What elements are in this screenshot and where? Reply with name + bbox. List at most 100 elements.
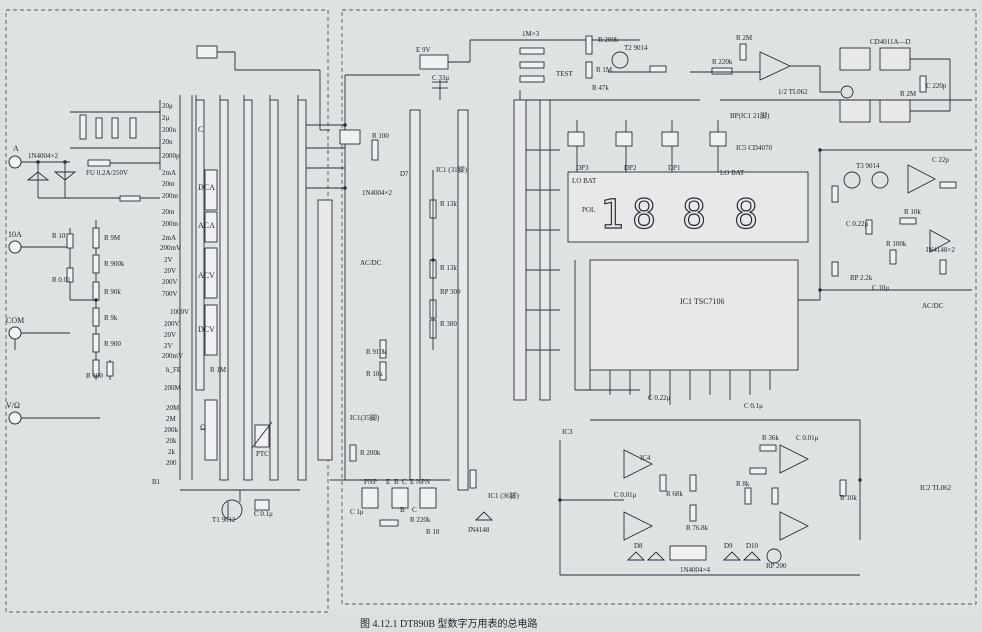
ohm-range-2: 200k [164,426,179,434]
resistor-label-10: R 9M [104,234,121,242]
aca-range-0: 20m [162,208,175,216]
central-switch-decks [317,99,551,491]
lcd-digit-2: 8 [632,192,656,238]
resistor-label-2: R 2M [736,34,753,42]
ic-opamp-bottom-label: IC2 TL062 [920,484,952,492]
dca-range-1: 20m [162,180,175,188]
resistor-label-26: R 10k [840,494,857,502]
capacitor-label-10: C 0.01μ [796,434,819,442]
resistor-label-6: R 380 [440,320,457,328]
resistor-label-16: R 10 [52,232,66,240]
divider-ladder [66,220,114,380]
pin-bp-label: BP(IC1 21脚) [730,111,770,120]
lo-bat-right: LO BAT [720,169,745,177]
diode-label-1: IN4148 [468,526,490,534]
hfe-pin-7: C [412,506,417,514]
resistor-label-1: R 1M [596,66,613,74]
hfe-pin-0: PNP [364,478,377,486]
resistor-label-22: R 10 [426,528,440,536]
acv-range-2: 20V [164,267,176,275]
capacitor-label-7: C 0.22μ [648,394,671,402]
acv-range-3: 200V [162,278,178,286]
diode-label-2: 1N4004×4 [680,566,711,574]
hfe-pin-3: C [402,478,407,486]
input-protection [26,159,160,202]
ref-rp-2-2k: RP 2.2k [850,274,873,282]
resistor-label-0: R 200k [598,36,619,44]
ohm-range-0: 20M [166,404,180,412]
resistor-label-28: R 100k [886,240,907,248]
diode-label-4: D7 [400,170,409,178]
section-acv: ACV [198,271,215,280]
capacitor-label-8: C 22p [932,156,949,164]
resistor-label-27: R 36k [762,434,779,442]
jack-a-label: A [13,144,19,153]
resistor-label-13: R 9k [104,314,118,322]
c-range-2: 200n [162,126,177,134]
lcd-pin-taps [567,120,727,172]
right-circuit-region [341,9,977,605]
section-ohm: Ω [200,423,206,432]
aca-range-2: 2mA [162,234,176,242]
capacitor-label-0: C 33μ [432,74,449,82]
right-amplifier [819,149,972,300]
resistor-label-23: R 68k [666,490,683,498]
ref-rp-300: RP 300 [440,288,461,296]
ic-adc-label: IC1 TSC7106 [680,297,725,306]
section-dcv: DCV [198,325,215,334]
lo-bat-left: LO BAT [572,177,597,185]
resistor-label-5: R 13k [440,264,457,272]
resistor-label-14: R 900 [104,340,121,348]
figure-caption: 图 4.12.1 DT890B 型数字万用表的总电路 [360,617,538,630]
section-dca: DCA [198,183,215,192]
lcd-digit-4: 8 [734,192,758,238]
dp3-label: DP3 [576,164,589,172]
diode-label-0: 1N4004×2 [362,189,393,197]
power-switch [196,45,330,131]
transistor-t1 [180,489,300,521]
capacitor-label-9: C 10μ [872,284,889,292]
resistor-label-4: R 47k [592,84,609,92]
acv-range-4: 700V [162,290,178,298]
transistor-t1-label: T1 9012 [212,516,236,524]
diodes-top-label: 1N4004×2 [28,152,59,160]
ohm-range-4: 2k [168,448,176,456]
lcd-display [567,120,809,243]
resistor-label-3: R 220k [712,58,733,66]
resistor-label-21: R 220k [410,516,431,524]
ic-cmos-label: IC5 CD4070 [736,144,772,152]
ic-counter-label: CD4011A—D [870,38,911,46]
c-range-4: 2000p [162,152,180,160]
capacitor-label-6: C 0.01μ [614,491,637,499]
acdc-right-label: AC/DC [922,302,944,310]
hfe-pin-5: NPN [416,478,430,486]
junctions [36,123,862,502]
section-c: C [198,125,203,134]
dcv-range-3: 2V [164,342,173,350]
resistor-label-18: R 1M [210,366,227,374]
resistor-label-19: R 13k [440,200,457,208]
diode-label-7: D10 [746,542,759,550]
hfe-socket [360,469,494,527]
hfe-range: h_FE [166,366,181,374]
section-ptc: PTC [256,450,269,458]
fuse-label: FU 0.2A/250V [86,169,128,177]
capacitor-label-4: C 0.1μ [744,402,763,410]
switch-decks [195,95,307,481]
ref-rp-200: RP 200 [766,562,787,570]
jack-10a-label: 10A [8,230,22,239]
section-aca: ACA [198,221,215,230]
dca-range-0: 2mA [162,169,176,177]
test-label: TEST [556,70,573,78]
dp2-label: DP2 [624,164,637,172]
dcv-range-4: 200mV [162,352,183,360]
ic-mid-label: IC1 (31脚) [436,165,468,174]
resistor-label-25: R 8k [736,480,750,488]
resistor-label-30: R 2M [900,90,917,98]
diode-label-3: IN4148×2 [926,246,955,254]
aca-range-1: 200m [162,220,179,228]
capacitor-label-5: C 1μ [350,508,364,516]
hfe-pin-1: E [386,478,390,486]
ic-opamp-top-label: 1/2 TL062 [778,88,808,96]
